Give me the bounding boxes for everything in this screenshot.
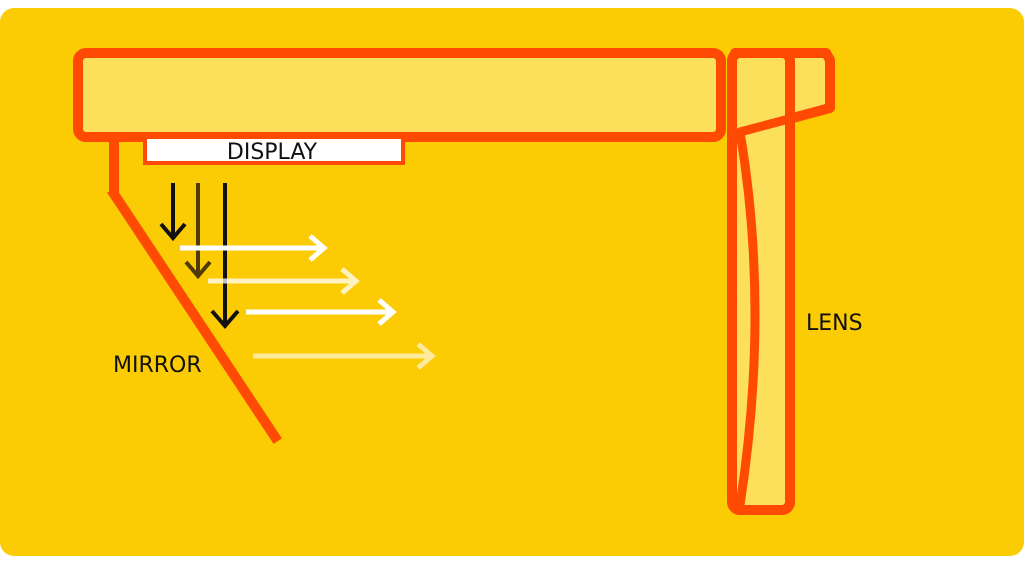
right-arrow-2	[208, 267, 360, 295]
down-arrow-2	[184, 183, 212, 280]
down-arrow-3	[210, 183, 240, 330]
mirror-label: MIRROR	[113, 353, 202, 378]
right-arrow-4	[253, 342, 436, 370]
right-arrow-1	[180, 234, 328, 262]
lens-curve	[735, 127, 760, 510]
down-arrow-1	[159, 183, 187, 242]
housing-top-bar	[73, 48, 726, 142]
lens-top-edge	[738, 103, 832, 137]
lens-label: LENS	[806, 311, 863, 336]
display-label: DISPLAY	[227, 140, 318, 165]
right-arrow-3	[246, 298, 397, 326]
display-panel	[143, 135, 405, 165]
mirror	[107, 187, 282, 444]
